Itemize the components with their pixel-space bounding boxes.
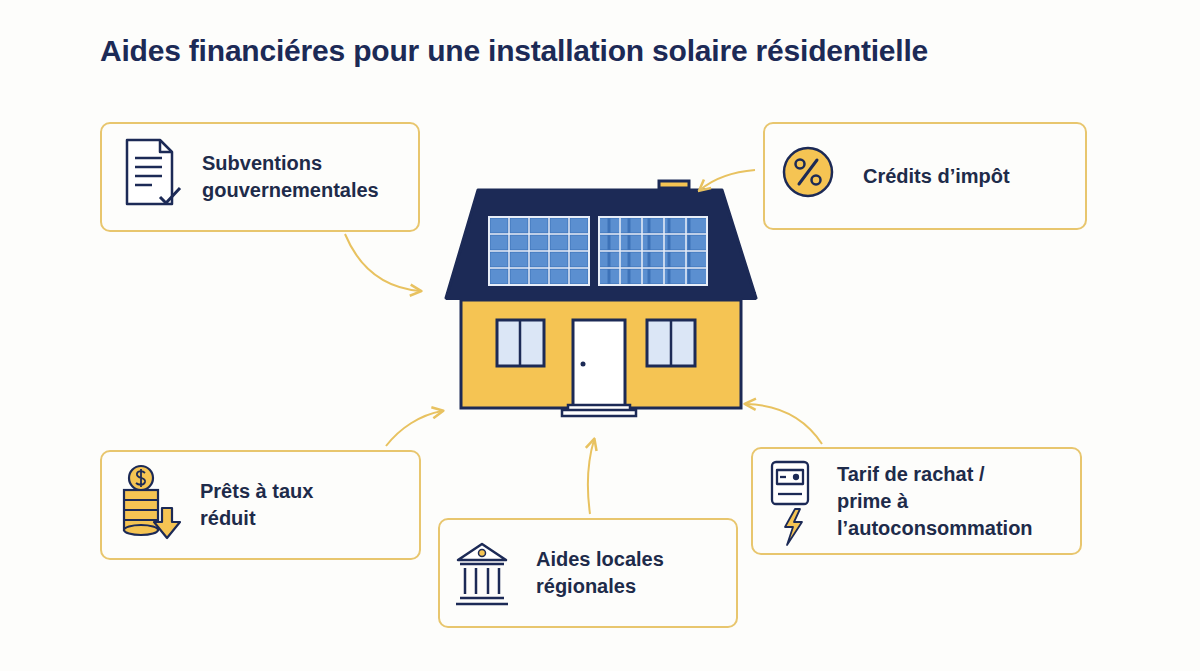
box-text-group: Prêts à taux réduit (200, 478, 340, 532)
box-text-group: Subventions gouvernementales (202, 150, 397, 204)
aid-box: Subventions gouvernementales (100, 122, 420, 232)
bank-icon (456, 544, 508, 604)
box-text-group: Crédits d’impôt (863, 163, 1010, 190)
meter-icon (772, 462, 808, 545)
box-label: Tarif de rachat / prime à l’autoconsomma… (837, 461, 1032, 542)
box-label: Aides locales régionales (536, 546, 696, 600)
box-text-group: Aides locales régionales (536, 546, 696, 600)
document-icon (127, 140, 180, 204)
box-label: Prêts à taux réduit (200, 478, 340, 532)
box-label: Crédits d’impôt (863, 163, 1010, 190)
aid-box: Tarif de rachat / prime à l’autoconsomma… (751, 447, 1082, 555)
aid-box: Aides locales régionales (438, 518, 738, 628)
aid-box: Crédits d’impôt (763, 122, 1087, 230)
diagram-title: Aides financiéres pour une installation … (100, 34, 928, 68)
box-text-group: Tarif de rachat / prime à l’autoconsomma… (837, 461, 1032, 542)
coins-icon (124, 466, 180, 538)
aid-box: Prêts à taux réduit (100, 450, 421, 560)
box-label: Subventions gouvernementales (202, 150, 397, 204)
percent-icon (784, 148, 832, 196)
house-illustration (446, 181, 756, 416)
